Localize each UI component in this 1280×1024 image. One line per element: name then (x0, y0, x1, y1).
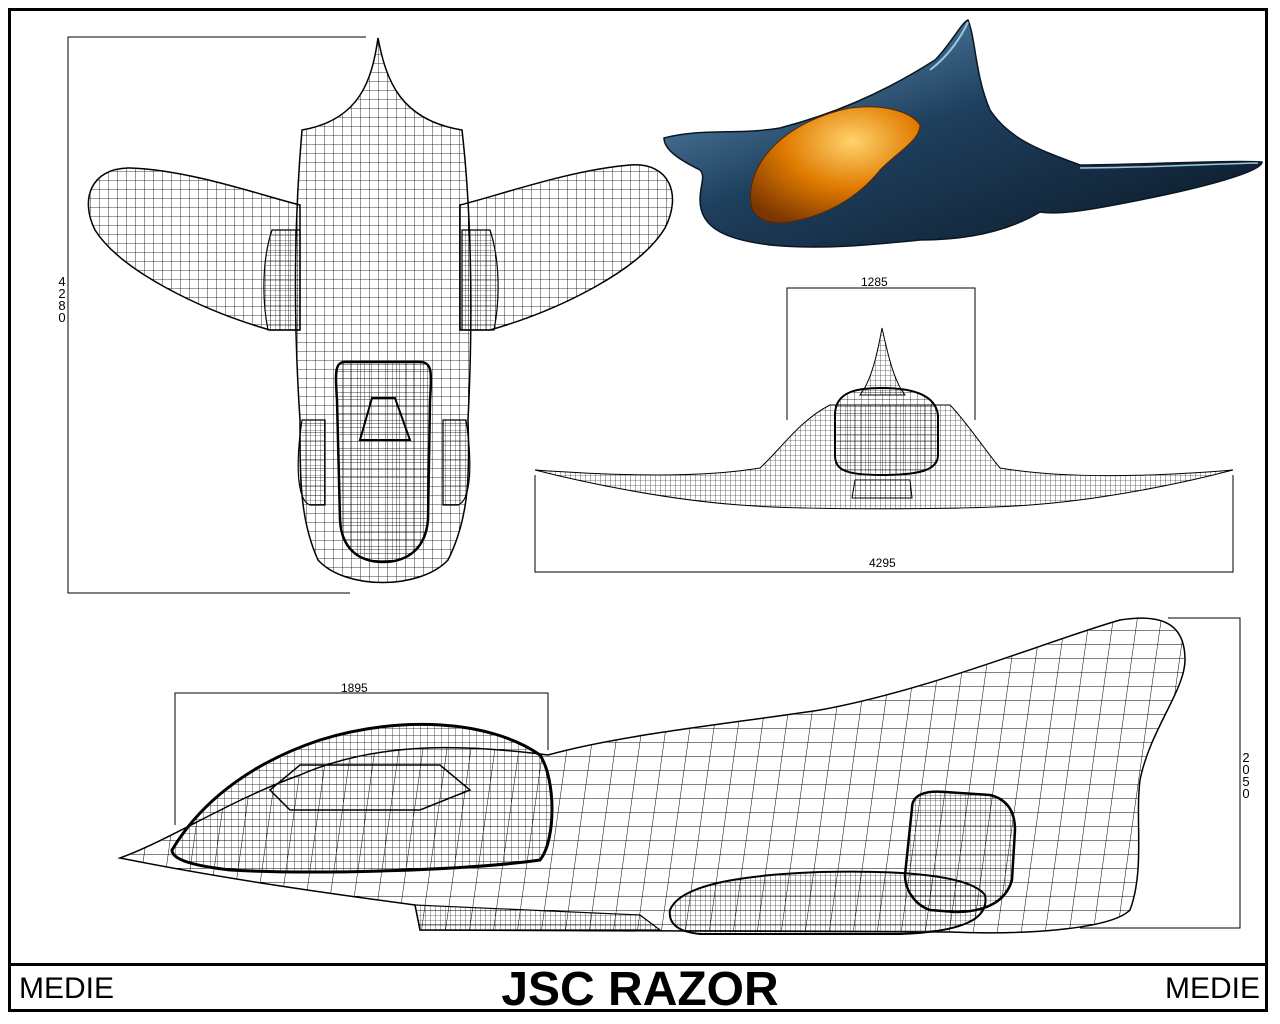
top-view-length-label: 4280 (58, 274, 66, 325)
footer-left-label: MEDIE (19, 972, 115, 1005)
footer-right-label: MEDIE (1164, 972, 1260, 1005)
top-view-wireframe (67, 36, 674, 594)
sheet-title: JSC RAZOR (501, 963, 779, 1016)
rendered-3d-view (663, 19, 1263, 248)
side-view-canopy-length-label: 1895 (341, 681, 368, 695)
front-view-wireframe (534, 287, 1234, 573)
front-view-span-label: 4295 (869, 556, 896, 570)
front-view-body-width-label: 1285 (861, 275, 888, 289)
side-view-wireframe (117, 617, 1241, 935)
side-view-height-label: 2050 (1242, 750, 1250, 801)
sheet-border (8, 8, 1268, 1012)
footer-divider (8, 963, 1268, 966)
